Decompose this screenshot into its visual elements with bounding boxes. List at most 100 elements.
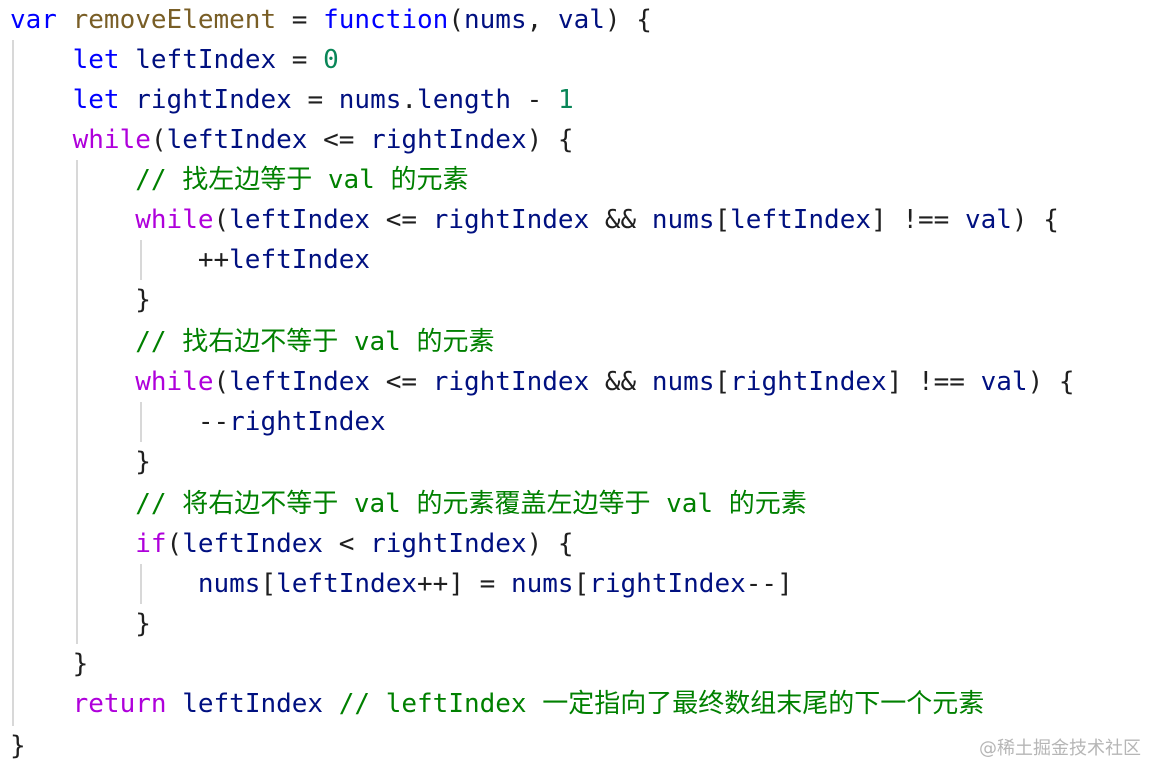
code-token: (	[166, 529, 183, 559]
code-token	[10, 45, 73, 75]
code-token: [	[714, 205, 731, 235]
code-token: leftIndex	[182, 689, 324, 719]
code-token: leftIndex	[166, 125, 308, 155]
code-token: length	[417, 85, 511, 115]
code-token: <=	[370, 367, 433, 397]
code-token: nums	[510, 569, 574, 599]
code-token: leftIndex	[135, 45, 277, 75]
code-token: <=	[307, 125, 371, 155]
code-token: return	[72, 689, 167, 719]
code-token: ) {	[526, 125, 574, 155]
watermark: @稀土掘金技术社区	[979, 738, 1141, 759]
code-token	[10, 165, 135, 195]
code-token: // 找左边等于 val 的元素	[135, 165, 469, 195]
code-token: nums	[338, 85, 402, 115]
code-token	[120, 85, 136, 115]
code-line: let leftIndex = 0	[10, 40, 339, 80]
code-token	[10, 447, 135, 477]
code-token	[10, 529, 135, 559]
code-token	[10, 489, 135, 519]
code-token: leftIndex	[182, 529, 324, 559]
code-token: // 将右边不等于 val 的元素覆盖左边等于 val 的元素	[135, 489, 807, 519]
code-token	[10, 407, 198, 437]
code-token: (	[213, 367, 230, 397]
code-token	[10, 245, 198, 275]
code-line: return leftIndex // leftIndex 一定指向了最终数组末…	[10, 684, 985, 724]
indent-guide	[140, 564, 142, 604]
code-line: while(leftIndex <= rightIndex && nums[ri…	[10, 362, 1075, 402]
code-token: leftIndex	[229, 245, 371, 275]
code-token: val	[964, 205, 1012, 235]
code-line: }	[10, 604, 151, 644]
code-token: leftIndex	[229, 205, 371, 235]
code-token: ) {	[1027, 367, 1075, 397]
code-token: (	[213, 205, 230, 235]
code-token: rightIndex	[730, 367, 887, 397]
code-token: function	[323, 5, 449, 35]
code-token: <=	[370, 205, 433, 235]
code-token: 0	[323, 45, 339, 75]
code-token: rightIndex	[432, 205, 590, 235]
code-line: nums[leftIndex++] = nums[rightIndex--]	[10, 564, 793, 604]
code-token: ) {	[526, 529, 574, 559]
code-token	[10, 125, 73, 155]
code-token: nums	[463, 5, 527, 35]
code-token	[120, 45, 136, 75]
indent-guide	[140, 240, 142, 280]
code-line: // 将右边不等于 val 的元素覆盖左边等于 val 的元素	[10, 484, 807, 524]
code-token: }	[135, 285, 151, 315]
code-token: leftIndex	[730, 205, 872, 235]
code-token: // leftIndex 一定指向了最终数组末尾的下一个元素	[338, 689, 985, 719]
code-token: }	[135, 609, 151, 639]
code-token: }	[72, 649, 89, 679]
code-line: // 找左边等于 val 的元素	[10, 160, 468, 200]
code-token	[10, 649, 73, 679]
code-token: let	[72, 45, 120, 75]
code-token	[10, 367, 135, 397]
code-token: leftIndex	[229, 367, 371, 397]
code-token: [	[260, 569, 277, 599]
code-token: val	[557, 5, 605, 35]
code-token: rightIndex	[229, 407, 386, 437]
code-token: .	[401, 85, 418, 115]
code-token: 1	[557, 85, 574, 115]
code-token	[10, 569, 198, 599]
code-editor: var removeElement = function(nums, val) …	[10, 0, 1140, 766]
code-line: while(leftIndex <= rightIndex) {	[10, 120, 574, 160]
code-line: }	[10, 442, 151, 482]
code-token: var	[10, 5, 57, 35]
code-token	[167, 689, 183, 719]
code-token: =	[276, 5, 324, 35]
code-token: removeElement	[72, 5, 277, 35]
code-token: &&	[589, 367, 652, 397]
code-line: var removeElement = function(nums, val) …	[10, 0, 652, 40]
code-token: ] !==	[871, 205, 965, 235]
code-token: =	[276, 45, 324, 75]
code-token	[10, 689, 73, 719]
code-token: while	[135, 205, 214, 235]
indent-guide	[12, 40, 14, 726]
code-line: }	[10, 726, 26, 766]
code-token	[10, 327, 135, 357]
code-token: nums	[197, 569, 261, 599]
code-token: // 找右边不等于 val 的元素	[135, 327, 495, 357]
code-token	[10, 85, 73, 115]
code-token: val	[980, 367, 1028, 397]
code-token: =	[291, 85, 339, 115]
code-token	[57, 5, 73, 35]
code-line: if(leftIndex < rightIndex) {	[10, 524, 574, 564]
code-token	[10, 205, 135, 235]
code-token: }	[10, 731, 26, 761]
indent-guide	[76, 160, 78, 644]
code-token: &&	[589, 205, 652, 235]
code-line: while(leftIndex <= rightIndex && nums[le…	[10, 200, 1059, 240]
code-token: ++] =	[417, 569, 511, 599]
code-token: rightIndex	[370, 125, 527, 155]
code-line: ++leftIndex	[10, 240, 370, 280]
code-token	[10, 609, 135, 639]
code-token: (	[150, 125, 167, 155]
code-token: rightIndex	[432, 367, 590, 397]
code-token: ,	[526, 5, 558, 35]
code-token: ] !==	[886, 367, 981, 397]
code-token: while	[135, 367, 214, 397]
